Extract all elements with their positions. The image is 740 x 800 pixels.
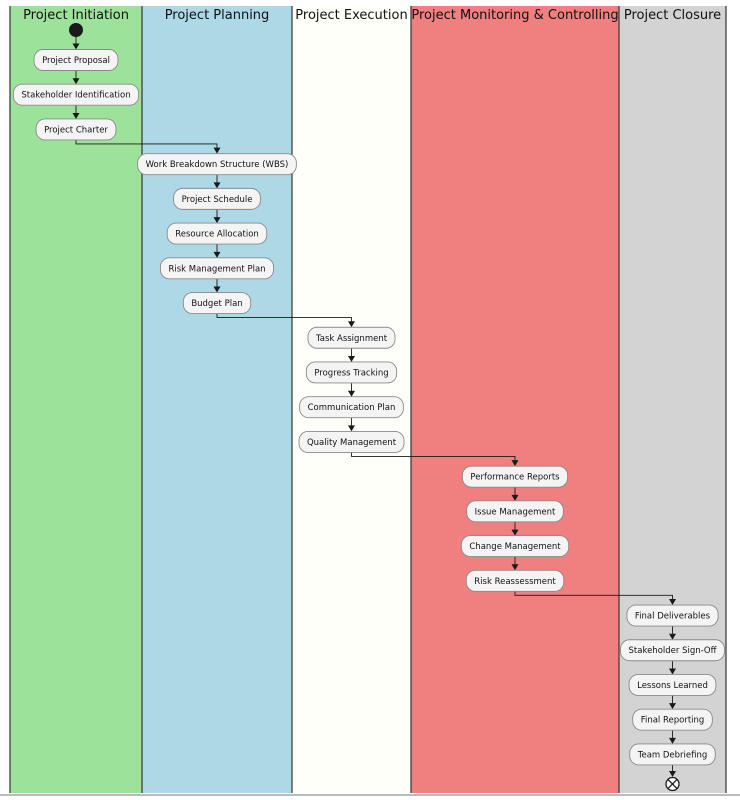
arrowhead-final-reporting bbox=[669, 703, 676, 710]
activity-communication-plan: Communication Plan bbox=[299, 396, 404, 419]
activity-project-schedule: Project Schedule bbox=[173, 187, 261, 210]
arrowhead-start bbox=[72, 43, 80, 50]
activity-budget-plan: Budget Plan bbox=[182, 292, 252, 314]
arrowhead-stakeholder-identification bbox=[72, 78, 80, 85]
arrowhead-end bbox=[669, 771, 676, 777]
activity-stakeholder-sign-off: Stakeholder Sign-Off bbox=[620, 639, 725, 662]
activity-box bbox=[173, 187, 261, 210]
arrowhead-issue-management bbox=[511, 494, 519, 501]
activity-performance-reports: Performance Reports bbox=[461, 465, 569, 488]
arrowhead-work-breakdown-structure-wbs bbox=[213, 147, 221, 154]
activity-box bbox=[166, 222, 268, 245]
arrowhead-risk-reassessment bbox=[511, 564, 519, 571]
activity-box bbox=[466, 500, 564, 523]
activity-stakeholder-identification: Stakeholder Identification bbox=[12, 83, 140, 106]
arrowhead-project-schedule bbox=[213, 182, 221, 189]
activity-box bbox=[626, 604, 719, 627]
activity-label: Quality Management bbox=[307, 438, 397, 448]
arrowhead-performance-reports bbox=[511, 460, 519, 467]
activity-box bbox=[137, 153, 297, 176]
edges-layer bbox=[72, 37, 676, 777]
activity-label: Budget Plan bbox=[191, 299, 242, 309]
activity-change-management: Change Management bbox=[460, 535, 570, 558]
activity-final-reporting: Final Reporting bbox=[632, 708, 713, 731]
activity-project-charter: Project Charter bbox=[35, 118, 117, 141]
activity-work-breakdown-structure-wbs: Work Breakdown Structure (WBS) bbox=[137, 153, 297, 176]
activity-label: Communication Plan bbox=[308, 403, 396, 413]
activity-box bbox=[298, 430, 405, 453]
lane-title-project-closure: Project Closure bbox=[624, 8, 721, 23]
arrowhead-lessons-learned bbox=[669, 668, 676, 675]
arrowhead-project-charter bbox=[72, 112, 80, 119]
arrowhead-progress-tracking bbox=[348, 355, 355, 362]
activity-box bbox=[35, 118, 117, 141]
activity-box bbox=[620, 639, 725, 662]
activity-task-assignment: Task Assignment bbox=[307, 326, 396, 349]
activity-progress-tracking: Progress Tracking bbox=[305, 361, 398, 384]
activity-label: Risk Reassessment bbox=[474, 577, 556, 587]
arrowhead-risk-management-plan bbox=[213, 251, 221, 258]
start-node bbox=[69, 23, 83, 37]
activity-box bbox=[33, 49, 119, 71]
arrowhead-resource-allocation bbox=[213, 217, 221, 224]
activity-box bbox=[628, 674, 717, 696]
activity-box bbox=[182, 292, 252, 314]
activity-label: Issue Management bbox=[475, 507, 556, 517]
activity-label: Risk Management Plan bbox=[168, 264, 265, 274]
activity-label: Stakeholder Identification bbox=[21, 91, 130, 101]
activity-label: Lessons Learned bbox=[637, 681, 708, 691]
arrowhead-quality-management bbox=[348, 425, 355, 432]
activity-lessons-learned: Lessons Learned bbox=[628, 674, 717, 696]
arrowhead-change-management bbox=[511, 529, 519, 536]
activity-label: Team Debriefing bbox=[637, 750, 708, 760]
activity-team-debriefing: Team Debriefing bbox=[629, 743, 716, 766]
activity-box bbox=[159, 257, 275, 280]
activity-risk-reassessment: Risk Reassessment bbox=[465, 569, 565, 592]
activity-box bbox=[632, 708, 713, 731]
activity-label: Work Breakdown Structure (WBS) bbox=[146, 160, 289, 170]
activity-label: Final Deliverables bbox=[635, 612, 711, 622]
lane-title-project-monitoring-controlling: Project Monitoring & Controlling bbox=[411, 8, 618, 23]
activity-issue-management: Issue Management bbox=[466, 500, 564, 523]
activity-label: Project Charter bbox=[44, 125, 108, 135]
activity-box bbox=[629, 743, 716, 766]
arrowhead-team-debriefing bbox=[669, 737, 676, 744]
arrowhead-budget-plan bbox=[213, 286, 221, 293]
activity-box bbox=[307, 326, 396, 349]
activity-label: Stakeholder Sign-Off bbox=[629, 646, 718, 656]
lane-project-planning bbox=[142, 6, 292, 793]
activity-label: Project Proposal bbox=[42, 56, 110, 66]
lane-title-project-planning: Project Planning bbox=[165, 8, 270, 23]
activity-label: Resource Allocation bbox=[175, 230, 259, 240]
end-node bbox=[665, 776, 680, 792]
activity-project-proposal: Project Proposal bbox=[33, 49, 119, 71]
activity-resource-allocation: Resource Allocation bbox=[166, 222, 268, 245]
lane-title-project-execution: Project Execution bbox=[295, 8, 407, 23]
activity-box bbox=[299, 396, 404, 419]
arrowhead-stakeholder-sign-off bbox=[669, 633, 676, 640]
activity-quality-management: Quality Management bbox=[298, 430, 405, 453]
activity-label: Project Schedule bbox=[182, 195, 253, 205]
lane-title-project-initiation: Project Initiation bbox=[23, 8, 129, 23]
arrowhead-final-deliverables bbox=[669, 599, 676, 606]
arrowhead-communication-plan bbox=[348, 390, 355, 397]
activity-label: Performance Reports bbox=[470, 473, 560, 483]
activity-box bbox=[465, 569, 565, 592]
activity-box bbox=[12, 83, 140, 106]
activity-label: Final Reporting bbox=[641, 716, 705, 726]
activity-label: Progress Tracking bbox=[314, 368, 388, 378]
lane-project-monitoring-controlling bbox=[411, 6, 619, 793]
arrowhead-task-assignment bbox=[348, 321, 355, 328]
activity-box bbox=[460, 535, 570, 558]
activity-box bbox=[461, 465, 569, 488]
activity-box bbox=[305, 361, 398, 384]
activity-label: Change Management bbox=[469, 542, 561, 552]
activity-risk-management-plan: Risk Management Plan bbox=[159, 257, 275, 280]
activity-label: Task Assignment bbox=[315, 334, 388, 344]
activity-final-deliverables: Final Deliverables bbox=[626, 604, 719, 627]
